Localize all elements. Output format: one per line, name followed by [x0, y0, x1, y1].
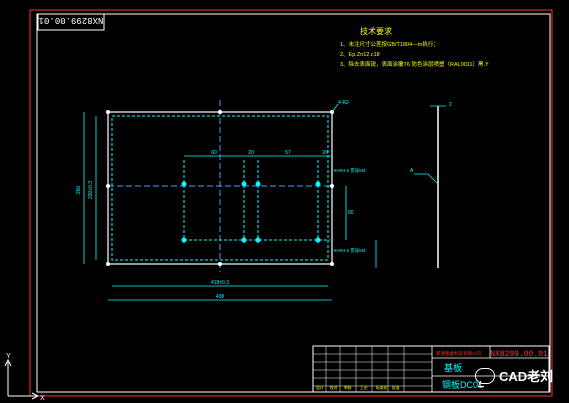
- sign-label-6: 批准: [392, 385, 400, 390]
- watermark-text: CAD老刘: [499, 369, 554, 384]
- sign-label-2: 校对: [330, 385, 338, 390]
- drawing-code: NX8299.00.01: [490, 350, 548, 359]
- sign-label-1: 设计: [316, 385, 324, 390]
- inner-frame: [36, 13, 551, 393]
- tech-req-item-1: 1、未注尺寸公差按GB/T1804—m执行；: [340, 40, 439, 48]
- side-view-label-top: 2: [449, 102, 452, 108]
- dim-width-total: 438: [216, 294, 225, 300]
- dim-spacing-4: 20: [322, 150, 328, 156]
- code-rotated-text: NX8299.00.01: [39, 15, 104, 25]
- hole-note-top: 8×Φ4.5 贯穿M4: [334, 167, 366, 174]
- corner-leader: [331, 103, 339, 113]
- corner-points: [106, 110, 334, 266]
- title-block-grid: [313, 346, 432, 392]
- tech-req-heading: 技术要求: [360, 26, 392, 36]
- sign-label-4: 工艺: [360, 385, 368, 390]
- outer-frame: [29, 9, 553, 397]
- sign-label-3: 审核: [344, 385, 352, 390]
- plate-outline: [107, 111, 333, 265]
- axis-y-label: Y: [6, 353, 11, 360]
- dim-height-total: 250: [76, 186, 82, 195]
- inner-dashed-rect: [111, 115, 329, 261]
- hole-note-bottom: 8×Φ4.5 贯穿M4: [334, 247, 366, 254]
- title-block: [312, 345, 550, 393]
- tech-req-item-2: 2、Ep.Zn12.c18: [340, 52, 380, 58]
- hole-points: [181, 181, 321, 243]
- side-view-label-section: A: [410, 168, 414, 174]
- dim-right-offset: 80: [348, 210, 354, 216]
- company-name: 新源钣金制造有限公司: [436, 350, 481, 357]
- ucs-axis-icon: [4, 358, 40, 400]
- watermark: CAD老刘: [475, 366, 553, 385]
- dim-spacing-1: 60: [211, 150, 217, 156]
- dim-height-inner: 230±0.3: [88, 181, 94, 199]
- code-box: [37, 13, 105, 31]
- dim-spacing-2: 20: [248, 150, 254, 156]
- part-name: 基板: [444, 362, 462, 373]
- dim-spacing-3: 57: [285, 150, 291, 156]
- material: 钢板DC01: [442, 379, 483, 390]
- side-view-leader: [414, 173, 439, 185]
- tech-req-item-3: 3、除去表面锐，表面涂覆T6 防色涂层喷塑（RAL9011）黑.Y: [340, 60, 489, 68]
- axis-x-label: X: [40, 395, 45, 402]
- corner-radius-note: 4-R2: [338, 100, 349, 106]
- wechat-icon: [475, 367, 495, 384]
- sign-label-5: 标准化: [376, 385, 388, 390]
- dim-width-inner: 418±0.3: [211, 280, 229, 286]
